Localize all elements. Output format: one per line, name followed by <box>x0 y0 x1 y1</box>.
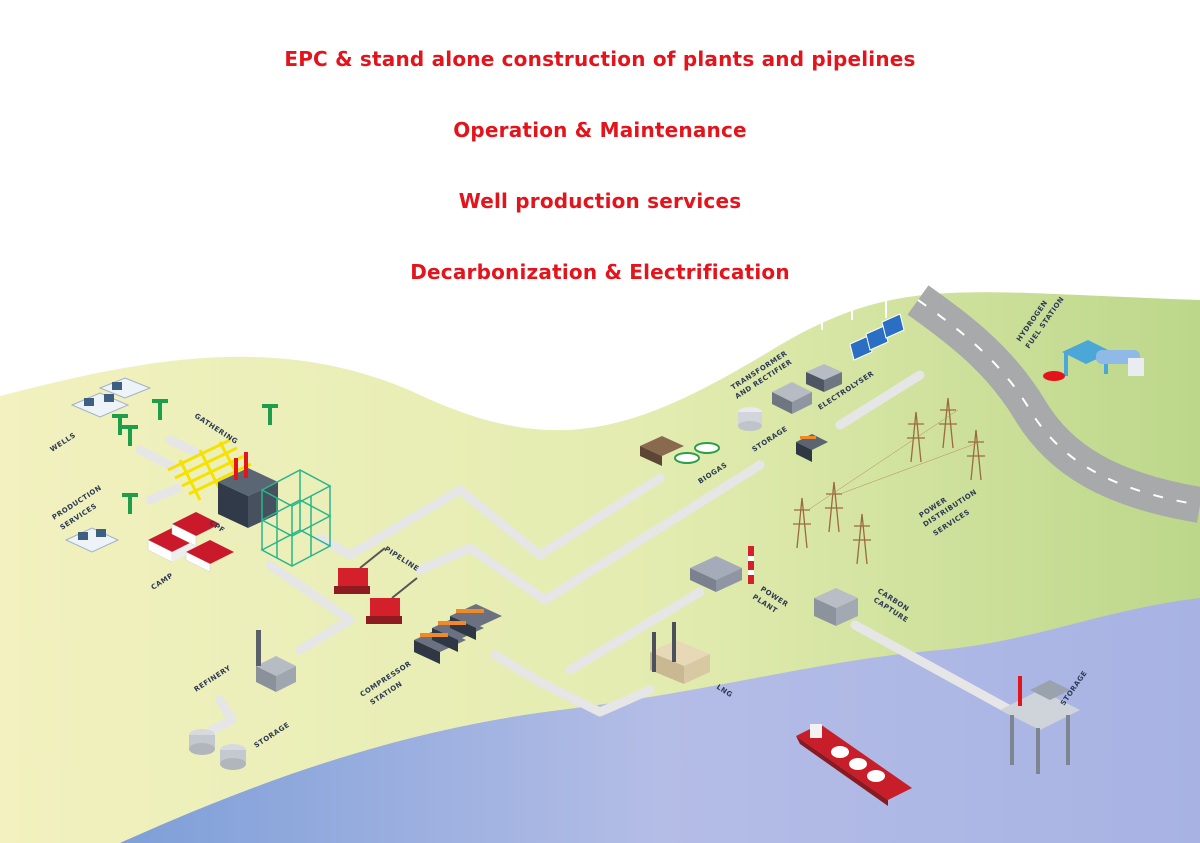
carbon-capture <box>814 588 858 626</box>
refinery-storage-tanks <box>189 729 246 770</box>
road-markings <box>917 299 1200 506</box>
electrolyser <box>806 364 842 392</box>
transformer-rectifier <box>772 382 812 414</box>
wind-turbines <box>809 258 899 330</box>
well-heads <box>112 399 278 514</box>
power-pylons <box>793 397 985 565</box>
headline-epc: EPC & stand alone construction of plants… <box>284 47 916 71</box>
headline-decarbonization: Decarbonization & Electrification <box>410 260 790 284</box>
cpf-scaffold <box>260 469 332 567</box>
hydrogen-storage <box>738 407 762 431</box>
solar-panels <box>849 313 905 361</box>
wells-facility <box>70 377 152 418</box>
lng-plant <box>650 622 710 684</box>
sea-area <box>120 598 1200 843</box>
camp-buildings <box>147 512 234 573</box>
headline-well-production-services: Well production services <box>458 189 742 213</box>
refinery <box>256 630 296 692</box>
production-services-facility <box>64 527 120 553</box>
lng-tanker-ship <box>796 724 912 806</box>
compressor-station <box>414 604 502 664</box>
hydrogen-fuel-station <box>1043 340 1144 381</box>
headline-operation-maintenance: Operation & Maintenance <box>453 118 747 142</box>
battery-storage <box>796 434 828 462</box>
power-plant <box>690 546 754 592</box>
pipelines <box>135 370 1015 735</box>
biogas-plant <box>640 436 720 466</box>
pipelayer-machines <box>334 547 418 624</box>
offshore-platform <box>1000 676 1080 774</box>
